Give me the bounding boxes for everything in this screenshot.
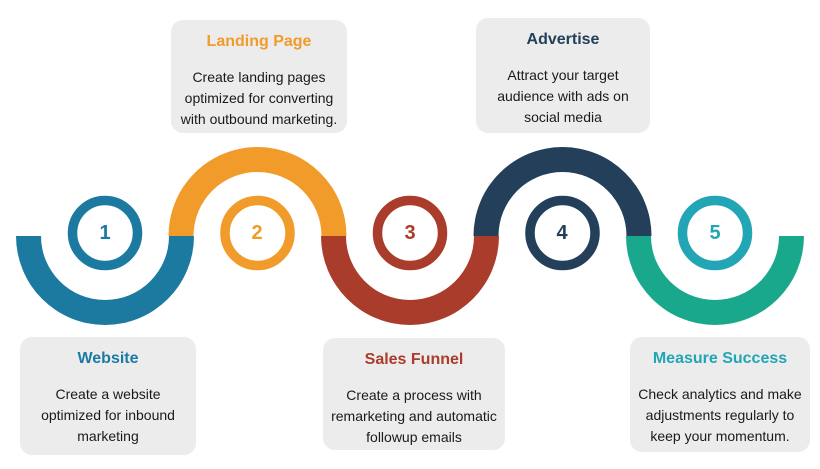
step-card-description: Create a process with remarketing and au… (331, 387, 497, 445)
step-card-title: Sales Funnel (364, 351, 464, 368)
step-number-1: 1 (99, 222, 111, 244)
step-number-2: 2 (251, 222, 263, 244)
step-ring-3 (372, 195, 448, 271)
step-card-description: Check analytics and make adjustments reg… (638, 386, 802, 444)
step-card-title: Advertise (526, 31, 600, 48)
step-ring-2 (220, 195, 295, 271)
step-ring-1 (67, 195, 143, 271)
wave-arc-step-5 (626, 236, 804, 325)
step-card-title: Landing Page (206, 33, 312, 50)
step-card-description: Create a website optimized for inbound m… (41, 386, 175, 444)
step-number-3: 3 (404, 222, 416, 244)
step-number-4: 4 (556, 222, 568, 244)
step-card-sales-funnel: Sales Funnel Create a process with remar… (323, 338, 505, 450)
step-ring-4 (525, 195, 600, 271)
wave-arc-step-1 (16, 236, 194, 325)
step-card-landing-page: Landing Page Create landing pages optimi… (171, 20, 347, 133)
step-number-5: 5 (709, 222, 721, 244)
step-card-website: Website Create a website optimized for i… (20, 337, 196, 455)
step-card-measure-success: Measure Success Check analytics and make… (630, 337, 810, 452)
step-card-title: Website (77, 350, 139, 367)
wave-arc-step-4 (473, 147, 652, 236)
step-card-description: Attract your target audience with ads on… (497, 67, 629, 125)
wave-arc-step-3 (321, 236, 499, 325)
step-card-advertise: Advertise Attract your target audience w… (476, 18, 650, 133)
step-card-title: Measure Success (652, 350, 788, 367)
step-card-description: Create landing pages optimized for conve… (180, 69, 338, 127)
step-ring-5 (677, 195, 753, 271)
wave-arc-step-2 (168, 147, 347, 236)
